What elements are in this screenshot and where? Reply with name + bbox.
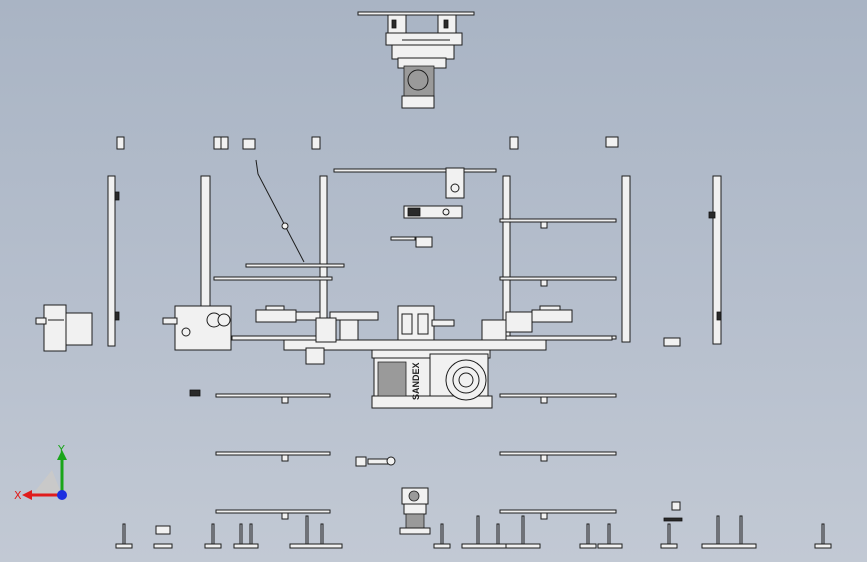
right-arm-plates[interactable]	[500, 219, 616, 519]
center-slide-blocks[interactable]	[398, 306, 532, 340]
bottom-rotary-motor[interactable]	[400, 488, 430, 534]
diagonal-support-rod[interactable]	[256, 160, 304, 262]
left-stepper-motor[interactable]	[36, 305, 92, 351]
brand-label: SANDEX	[411, 362, 421, 400]
x-axis-label: X	[14, 489, 22, 502]
left-gearbox[interactable]	[163, 306, 231, 396]
right-pneumatic-cylinders[interactable]	[532, 306, 680, 346]
coordinate-triad: Y X	[14, 443, 67, 502]
triad-plane	[32, 470, 62, 495]
z-axis-dot	[57, 490, 67, 500]
y-axis-head	[57, 450, 67, 460]
left-arm-plates[interactable]	[214, 264, 344, 519]
support-feet-row[interactable]	[116, 516, 831, 548]
vertical-side-plates[interactable]	[108, 176, 721, 346]
index-drive-unit[interactable]: SANDEX	[372, 350, 492, 408]
y-axis-label: Y	[57, 443, 65, 456]
small-loose-parts[interactable]	[356, 457, 682, 521]
left-pneumatic-cylinders[interactable]	[256, 306, 378, 364]
small-bracket-row[interactable]	[117, 137, 618, 149]
top-gripper-unit[interactable]	[358, 12, 474, 108]
x-axis-head	[22, 490, 32, 500]
top-horizontal-rail[interactable]	[334, 168, 496, 247]
